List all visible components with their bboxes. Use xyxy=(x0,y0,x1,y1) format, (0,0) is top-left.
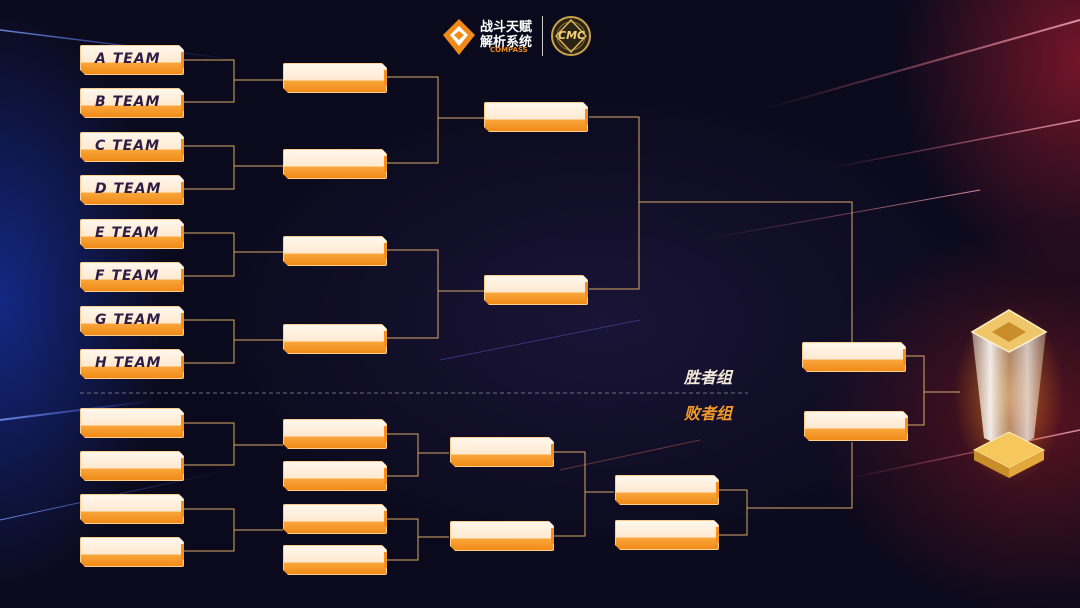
team-name: E TEAM xyxy=(95,225,160,241)
team-name: G TEAM xyxy=(95,312,162,328)
team-name: D TEAM xyxy=(95,181,162,197)
team-slot-a[interactable]: A TEAM xyxy=(80,45,184,75)
winners-r3-slot-2[interactable] xyxy=(484,275,588,305)
team-name: F TEAM xyxy=(95,268,160,284)
losers-r1-slot-1[interactable] xyxy=(80,408,184,438)
winners-r2-slot-1[interactable] xyxy=(283,63,387,93)
brand-sub: COMPASS xyxy=(490,46,528,54)
losers-r4-slot-2[interactable] xyxy=(615,520,719,550)
team-slot-g[interactable]: G TEAM xyxy=(80,306,184,336)
team-name: H TEAM xyxy=(95,355,162,371)
team-name: A TEAM xyxy=(95,51,161,67)
team-slot-h[interactable]: H TEAM xyxy=(80,349,184,379)
team-slot-e[interactable]: E TEAM xyxy=(80,219,184,249)
winners-r3-slot-1[interactable] xyxy=(484,102,588,132)
team-name: C TEAM xyxy=(95,138,161,154)
trophy-icon xyxy=(954,305,1064,485)
losers-r2-slot-1[interactable] xyxy=(283,419,387,449)
team-slot-c[interactable]: C TEAM xyxy=(80,132,184,162)
winners-r2-slot-4[interactable] xyxy=(283,324,387,354)
losers-r2-slot-4[interactable] xyxy=(283,545,387,575)
cmc-badge-text: CMC xyxy=(558,29,586,42)
losers-r4-slot-1[interactable] xyxy=(615,475,719,505)
losers-r1-slot-2[interactable] xyxy=(80,451,184,481)
winners-r2-slot-3[interactable] xyxy=(283,236,387,266)
winners-group-label: 胜者组 xyxy=(684,368,733,387)
team-slot-d[interactable]: D TEAM xyxy=(80,175,184,205)
team-slot-b[interactable]: B TEAM xyxy=(80,88,184,118)
losers-r1-slot-3[interactable] xyxy=(80,494,184,524)
team-name: B TEAM xyxy=(95,94,161,110)
final-winners-slot[interactable] xyxy=(802,342,906,372)
brand-line1: 战斗天赋 xyxy=(480,20,533,35)
losers-r3-slot-2[interactable] xyxy=(450,521,554,551)
logo-divider xyxy=(542,16,543,56)
compass-logo-icon xyxy=(443,19,475,55)
winners-r2-slot-2[interactable] xyxy=(283,149,387,179)
cmc-badge-icon xyxy=(551,16,591,56)
losers-group-label: 败者组 xyxy=(684,404,733,423)
losers-r2-slot-2[interactable] xyxy=(283,461,387,491)
losers-r1-slot-4[interactable] xyxy=(80,537,184,567)
brand-line2: 解析系统 xyxy=(480,35,533,50)
losers-r2-slot-3[interactable] xyxy=(283,504,387,534)
losers-r3-slot-1[interactable] xyxy=(450,437,554,467)
final-losers-slot[interactable] xyxy=(804,411,908,441)
team-slot-f[interactable]: F TEAM xyxy=(80,262,184,292)
